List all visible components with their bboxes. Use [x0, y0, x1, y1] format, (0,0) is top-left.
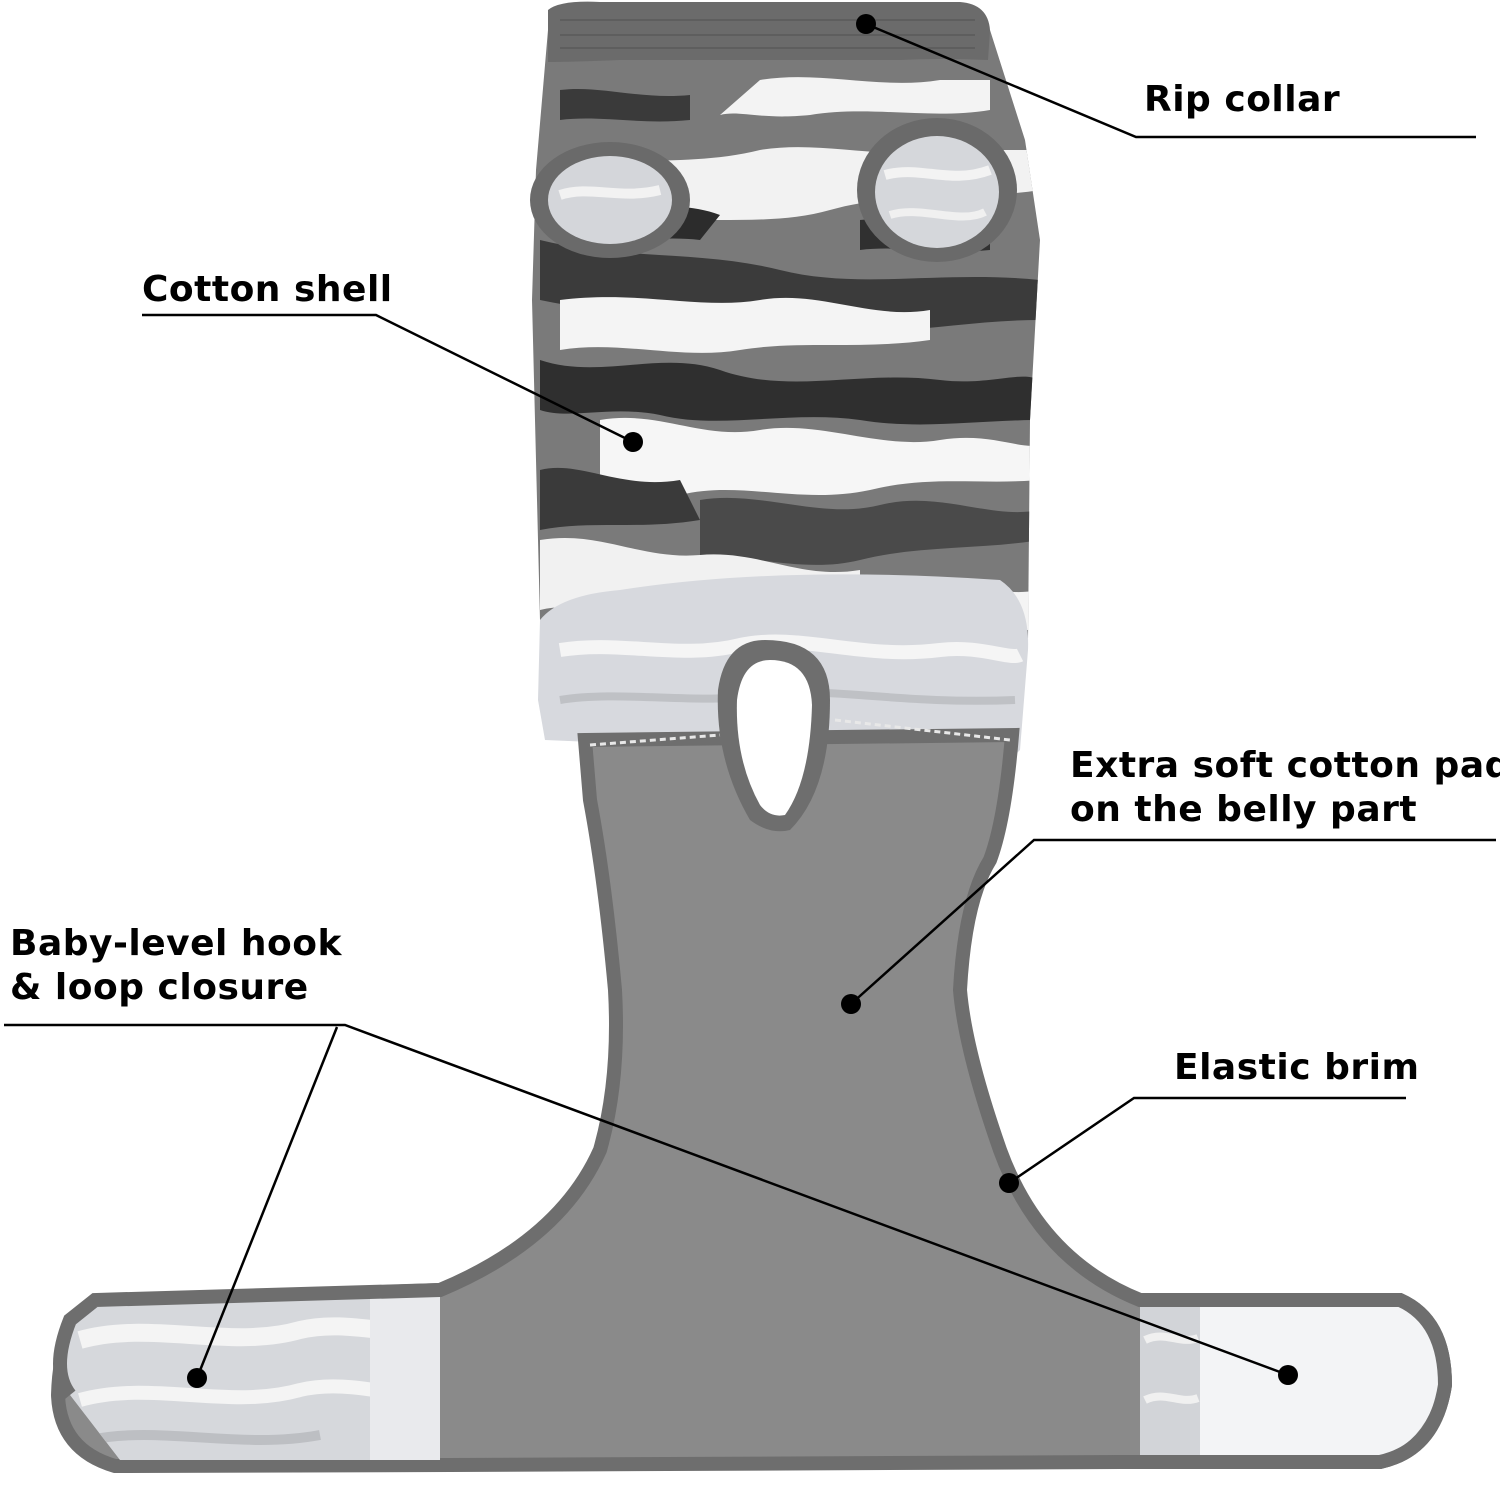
closure-text-line1: Baby-level hook [10, 923, 342, 964]
cotton-shell-label: Cotton shell [142, 268, 393, 312]
cotton-pad-text-line1: Extra soft cotton pad [1070, 745, 1500, 786]
closure-text-line2: & loop closure [10, 967, 309, 1008]
torso-camo [532, 30, 1040, 640]
closure-label: Baby-level hook & loop closure [10, 922, 342, 1010]
front-leg-holes [530, 118, 1017, 262]
cotton-pad-label: Extra soft cotton pad on the belly part [1070, 744, 1500, 832]
rip-collar-label: Rip collar [1144, 78, 1340, 122]
elastic-brim-label: Elastic brim [1174, 1046, 1419, 1090]
cotton-pad-text-line2: on the belly part [1070, 789, 1418, 830]
rip-collar-text: Rip collar [1144, 79, 1341, 120]
left-closure-flap [60, 1290, 440, 1460]
rip-collar [548, 1, 990, 62]
cotton-shell-text: Cotton shell [142, 269, 393, 310]
elastic-brim-text: Elastic brim [1174, 1047, 1420, 1088]
callout-markers [187, 14, 1298, 1388]
leader-lines [4, 22, 1496, 1379]
